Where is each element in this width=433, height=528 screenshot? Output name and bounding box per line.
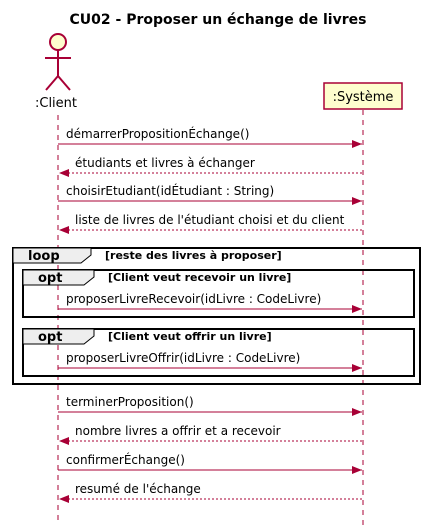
loop-guard: [reste des livres à proposer]	[105, 249, 282, 262]
message-label: démarrerPropositionÉchange()	[66, 126, 249, 141]
client-actor-label: :Client	[35, 96, 77, 111]
message-label: confirmerÉchange()	[66, 452, 185, 467]
message-label: terminerProposition()	[66, 395, 194, 409]
return-label: resumé de l'échange	[75, 482, 201, 496]
opt-fragment-offer: opt [Client veut offrir un livre]	[22, 328, 415, 377]
message-label: proposerLivreOffrir(idLivre : CodeLivre)	[66, 351, 300, 365]
opt-guard: [Client veut offrir un livre]	[108, 330, 272, 343]
message-label: choisirEtudiant(idÉtudiant : String)	[66, 183, 274, 198]
diagram-title: CU02 - Proposer un échange de livres	[70, 12, 367, 28]
client-actor-icon	[45, 33, 71, 91]
opt-keyword: opt	[38, 330, 62, 345]
message-label: proposerLivreRecevoir(idLivre : CodeLivr…	[66, 292, 321, 306]
opt-guard: [Client veut recevoir un livre]	[108, 271, 291, 284]
loop-keyword: loop	[28, 249, 60, 264]
return-label: liste de livres de l'étudiant choisi et …	[75, 213, 345, 227]
return-label: étudiants et livres à échanger	[75, 156, 255, 170]
opt-fragment-receive: opt [Client veut recevoir un livre]	[22, 269, 415, 318]
loop-fragment: loop [reste des livres à proposer]	[12, 247, 421, 385]
system-participant-label: :Système	[333, 90, 394, 105]
return-label: nombre livres a offrir et a recevoir	[75, 424, 281, 438]
opt-keyword: opt	[38, 271, 62, 286]
system-participant-box	[323, 82, 403, 110]
